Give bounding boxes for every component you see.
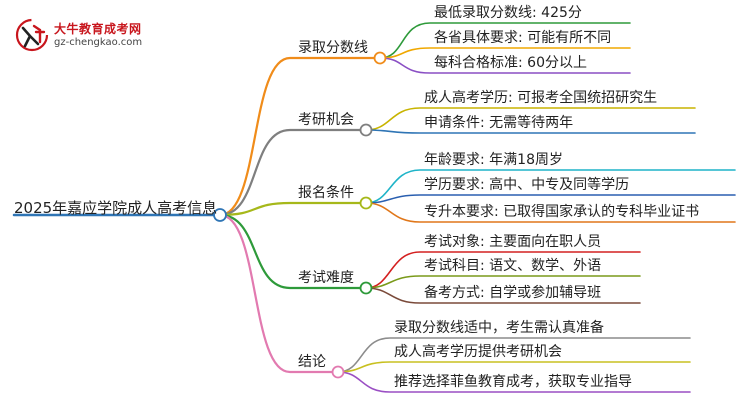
branch-label: 录取分数线 [298, 40, 368, 56]
leaf-connector [365, 275, 641, 289]
leaf-connector [365, 251, 641, 289]
leaf-label: 成人高考学历提供考研机会 [394, 344, 562, 360]
logo-url: gz-chengkao.com [54, 37, 143, 48]
leaf-connector [365, 129, 696, 134]
leaf-label: 每科合格标准: 60分以上 [434, 55, 587, 71]
branch-label: 考试难度 [298, 270, 354, 286]
site-logo[interactable]: 大牛教育成考网 gz-chengkao.com [14, 16, 164, 52]
leaf-label: 各省具体要求: 可能有所不同 [434, 30, 612, 46]
branch-node-circle[interactable] [359, 196, 373, 210]
branch-connector [218, 213, 334, 374]
branch-label: 考研机会 [298, 112, 354, 128]
leaf-connector [337, 361, 691, 373]
leaf-connector [365, 287, 641, 304]
leaf-label: 申请条件: 无需等待两年 [424, 115, 574, 131]
root-topic: 2025年嘉应学院成人高考信息 [14, 199, 218, 217]
branch-connector [218, 128, 362, 217]
branch-node-circle[interactable] [359, 281, 373, 295]
logo-title: 大牛教育成考网 [54, 22, 142, 36]
leaf-connector [365, 202, 736, 223]
leaf-label: 录取分数线适中，考生需认真准备 [394, 320, 604, 336]
branch-node-circle[interactable] [331, 365, 345, 379]
leaf-label: 考试对象: 主要面向在职人员 [424, 234, 602, 250]
branch-connector [218, 213, 362, 290]
leaf-label: 最低录取分数线: 425分 [434, 5, 582, 21]
leaf-connector [365, 169, 736, 204]
leaf-connector [337, 337, 691, 373]
leaf-label: 推荐选择菲鱼教育成考，获取专业指导 [394, 374, 632, 390]
branch-node-circle[interactable] [373, 51, 387, 65]
leaf-label: 备考方式: 自学或参加辅导班 [424, 285, 602, 301]
leaf-connector [379, 57, 631, 74]
leaf-label: 考试科目: 语文、数学、外语 [424, 258, 602, 274]
leaf-label: 学历要求: 高中、中专及同等学历 [424, 177, 630, 193]
leaf-label: 年龄要求: 年满18周岁 [424, 152, 563, 168]
leaf-connector [379, 47, 631, 59]
leaf-connector [337, 371, 691, 393]
leaf-label: 专升本要求: 已取得国家承认的专科毕业证书 [424, 204, 700, 220]
root-node-circle[interactable] [213, 208, 227, 222]
leaf-label: 成人高考学历: 可报考全国统招研究生 [424, 90, 658, 106]
logo-mark-icon [15, 18, 49, 52]
branch-label: 结论 [298, 354, 326, 370]
leaf-connector [365, 194, 736, 204]
branch-node-circle[interactable] [359, 123, 373, 137]
leaf-connector [379, 22, 631, 59]
leaf-connector [365, 107, 696, 131]
branch-connector [218, 56, 376, 217]
branch-connector [218, 201, 362, 217]
branch-label: 报名条件 [298, 185, 354, 201]
